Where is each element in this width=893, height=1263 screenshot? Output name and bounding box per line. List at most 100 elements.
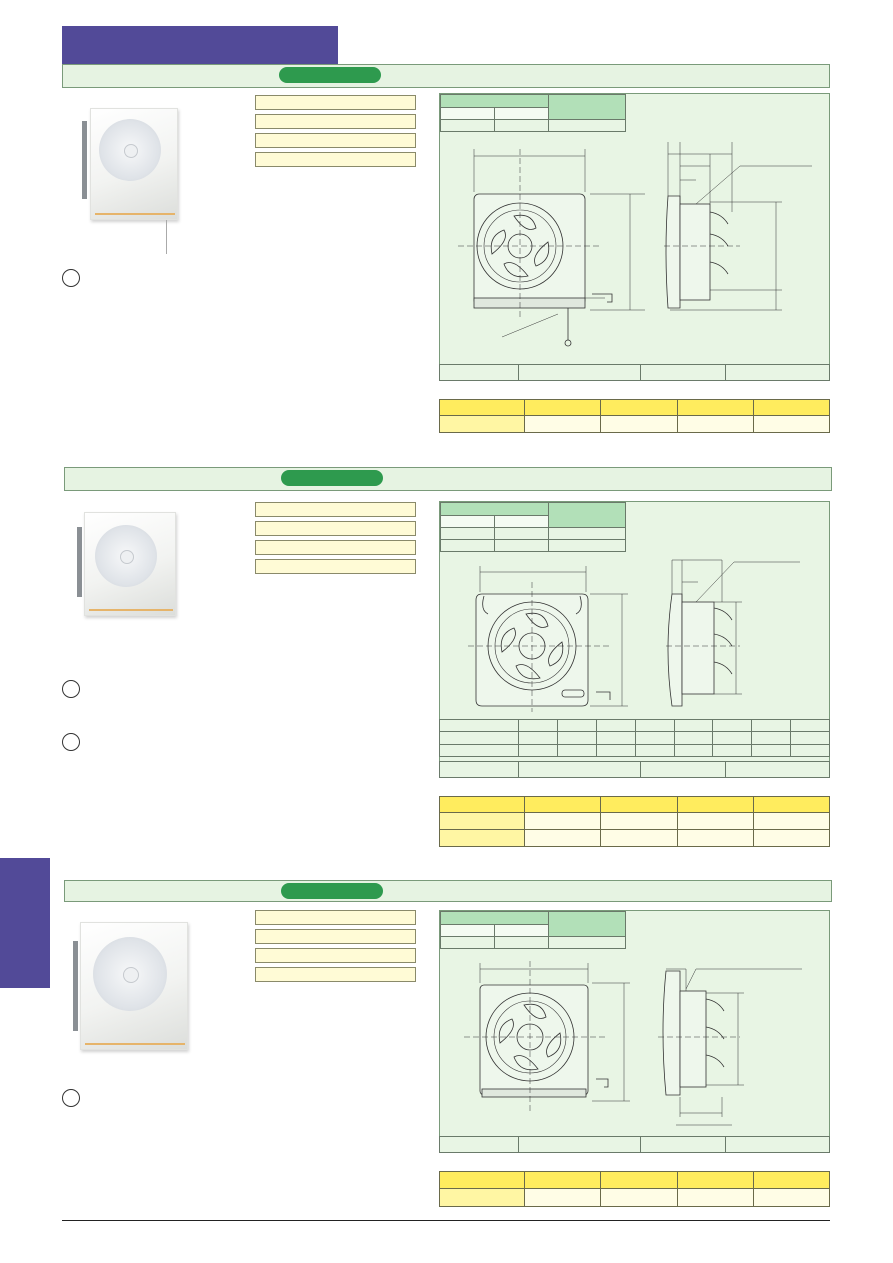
dimension-cell <box>790 731 830 745</box>
footer-cell <box>640 1136 726 1153</box>
spec-cell <box>440 119 495 132</box>
side-index-tab[interactable] <box>0 858 50 988</box>
price-table-2 <box>439 796 831 847</box>
dimension-cell <box>556 743 597 758</box>
price-header <box>600 399 678 416</box>
price-cell <box>752 829 831 847</box>
price-header <box>676 399 754 416</box>
price-cell <box>752 812 831 830</box>
dimension-cell <box>712 743 753 758</box>
dimension-cell <box>790 743 830 758</box>
dimension-cell <box>439 718 519 733</box>
model-pill-3 <box>281 883 383 899</box>
fan-hub-icon <box>124 144 138 158</box>
dimension-drawing-svg <box>468 559 800 712</box>
dimension-cell <box>439 743 519 758</box>
dimension-cell <box>439 731 519 745</box>
spec-cell <box>440 539 495 552</box>
footer-cell <box>518 1136 641 1153</box>
price-header <box>600 1171 678 1189</box>
dimension-cell <box>518 743 558 758</box>
spec-cell <box>548 527 626 540</box>
spec-cell <box>494 527 549 540</box>
front-dimension-lines <box>473 149 645 311</box>
price-header <box>752 796 831 813</box>
footer-table <box>439 761 830 778</box>
spec-row <box>255 910 416 925</box>
footer-cell <box>640 364 726 381</box>
footer-cell <box>725 364 830 381</box>
price-cell <box>600 1188 678 1207</box>
side-view <box>658 970 740 1096</box>
side-view <box>664 195 740 309</box>
price-cell <box>676 829 754 847</box>
price-header <box>523 399 602 416</box>
spec-cell <box>494 119 549 132</box>
spec-cell <box>494 107 549 120</box>
dimension-cell <box>673 743 714 758</box>
spec-cell <box>440 924 495 937</box>
dimension-drawing-2 <box>439 501 830 778</box>
spec-row <box>255 929 416 944</box>
pull-cord <box>166 220 167 254</box>
dimension-cell <box>751 718 792 733</box>
dimension-cell <box>751 731 792 745</box>
dimension-cell <box>673 718 714 733</box>
front-view <box>464 961 609 1111</box>
price-cell <box>600 812 678 830</box>
price-header <box>600 796 678 813</box>
price-cell <box>523 812 602 830</box>
price-header <box>523 796 602 813</box>
spec-cell <box>440 515 495 528</box>
price-cell <box>523 829 602 847</box>
dimension-cell <box>556 731 597 745</box>
side-dimension-lines <box>666 968 802 1126</box>
dimension-drawing-3 <box>439 910 830 1153</box>
dimension-drawing-svg <box>458 142 812 347</box>
price-row-label <box>439 812 525 830</box>
model-pill-1 <box>279 67 381 83</box>
spec-table-header <box>440 911 549 925</box>
dimension-cell <box>595 731 636 745</box>
spec-cell <box>440 107 495 120</box>
price-row-label <box>439 1188 525 1207</box>
spec-row <box>255 559 416 574</box>
price-cell <box>676 812 754 830</box>
footer-cell <box>439 1136 519 1153</box>
spec-row <box>255 95 416 110</box>
spec-cell <box>440 527 495 540</box>
footer-cell <box>725 1136 830 1153</box>
price-header <box>676 796 754 813</box>
note-text <box>88 1090 408 1106</box>
price-cell <box>600 415 678 433</box>
spec-table-header <box>548 94 626 120</box>
spec-cell <box>494 924 549 937</box>
product-photo-2 <box>77 512 176 616</box>
side-dimension-lines <box>667 142 812 311</box>
note-marker-icon <box>62 1089 80 1107</box>
dimension-cell <box>634 743 675 758</box>
price-cell <box>752 1188 831 1207</box>
price-row-label <box>439 415 525 433</box>
product-photo-3 <box>73 922 188 1050</box>
spec-row <box>255 967 416 982</box>
spec-cell <box>548 119 626 132</box>
spec-table <box>440 94 626 132</box>
product-photo-1 <box>82 108 178 220</box>
page-footer-rule <box>62 1220 830 1221</box>
spec-table-header <box>548 911 626 937</box>
dimension-drawing-svg <box>464 961 802 1126</box>
dimension-cell <box>556 718 597 733</box>
trim-stripe <box>95 213 175 215</box>
footer-cell <box>518 364 641 381</box>
front-dimension-lines <box>479 963 630 1102</box>
dimension-table <box>439 718 830 758</box>
note-text <box>88 681 408 697</box>
shutter-icon <box>82 121 87 199</box>
note-marker-icon <box>62 680 80 698</box>
dimension-cell <box>518 731 558 745</box>
price-header <box>752 1171 831 1189</box>
price-cell <box>676 415 754 433</box>
note-text <box>88 734 408 750</box>
dimension-cell <box>712 718 753 733</box>
